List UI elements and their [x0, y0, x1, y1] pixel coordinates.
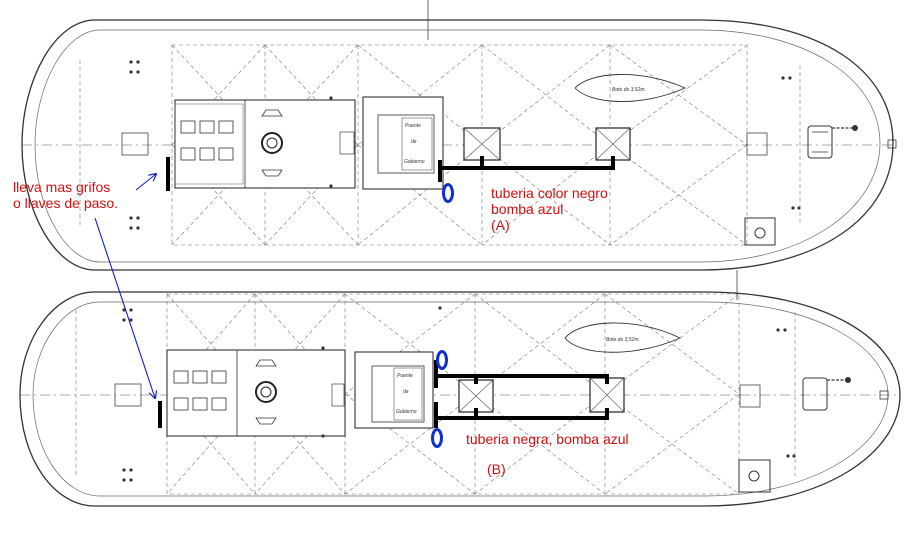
arrow-to-valve-a	[135, 174, 156, 191]
hull-inner-outline-a	[34, 29, 881, 263]
deckhouse-a	[174, 99, 356, 189]
bridge-label-b3: Gobierno	[396, 409, 417, 415]
annotation-a-label: (A)	[491, 217, 510, 233]
fitting-a1	[121, 132, 149, 156]
bridge-label-b1: Puente	[397, 373, 413, 379]
annotation-a-line1: tuberia color negro	[491, 185, 608, 201]
hull-plan-b: Puente de Gobierno Bote de 3,52m.	[19, 291, 901, 507]
pump-a	[442, 183, 454, 203]
annotation-a-line2: bomba azul	[491, 201, 564, 217]
fitting-a2	[746, 132, 768, 156]
arrow-to-valve-b	[94, 217, 155, 398]
annotation-b-label: (B)	[487, 461, 506, 477]
annotation-valves: lleva mas grifos o llaves de paso.	[13, 179, 118, 211]
vent-b1	[255, 359, 277, 367]
hatch-grid-b	[173, 370, 227, 411]
pipe-system-a	[166, 156, 615, 191]
boat-label-a: Bote de 3,52m.	[612, 87, 646, 93]
lifeboat-a	[574, 74, 687, 102]
annotation-valves-line1: lleva mas grifos	[13, 179, 111, 195]
capstan-a	[744, 217, 776, 246]
bridge-label-b2: de	[403, 389, 409, 395]
wheelhouse-a	[362, 96, 444, 190]
boat-label-b: Bote de 3,52m.	[606, 337, 640, 343]
fitting-b2	[739, 384, 761, 408]
bridge-label-a2: de	[411, 139, 417, 145]
vent-a2	[261, 169, 283, 177]
hull-plan-a: Puente de Gobierno Bote de 3,52m.	[21, 19, 897, 271]
bridge-label-a3: Gobierno	[404, 159, 425, 165]
annotation-b-line1: tuberia negra, bomba azul	[466, 431, 629, 447]
pump-b-upper	[436, 350, 448, 370]
lifeboat-b	[564, 322, 682, 353]
annotation-valves-line2: o llaves de paso.	[13, 195, 119, 211]
capstan-b	[738, 459, 771, 493]
vent-a1	[261, 109, 283, 117]
pipe-system-b	[158, 360, 609, 428]
bridge-label-a1: Puente	[405, 123, 421, 129]
vent-b2	[255, 417, 277, 425]
hatch-grid-a	[180, 120, 234, 161]
funnel-a	[261, 132, 283, 154]
annotation-a: tuberia color negro bomba azul (A)	[491, 185, 608, 233]
pump-b-lower	[431, 428, 443, 448]
windlass-b	[802, 377, 828, 411]
funnel-b	[255, 381, 277, 403]
hull-outline-b	[19, 291, 901, 507]
windlass-a	[807, 125, 833, 159]
fitting-b1	[114, 383, 142, 407]
hull-outline-a	[21, 19, 894, 271]
